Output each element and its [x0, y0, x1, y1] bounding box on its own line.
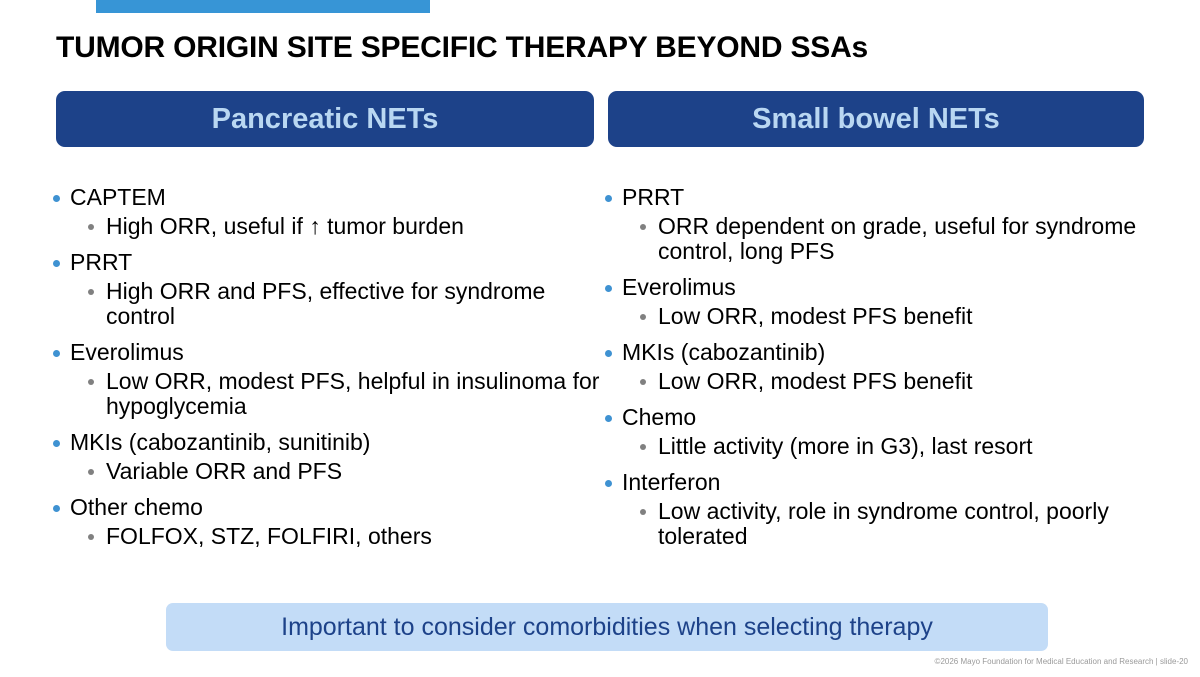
bullet-column-pancreatic: CAPTEM High ORR, useful if ↑ tumor burde…	[46, 183, 606, 549]
list-item: Everolimus	[46, 338, 606, 367]
sub-item-label: Variable ORR and PFS	[106, 458, 343, 484]
sub-item-label: Little activity (more in G3), last resor…	[658, 433, 1033, 459]
list-item: MKIs (cabozantinib, sunitinib)	[46, 428, 606, 457]
bullet-dot-icon	[53, 350, 60, 357]
list-item: Little activity (more in G3), last resor…	[626, 434, 1170, 459]
sub-bullet-dot-icon	[88, 379, 94, 385]
list-item: Interferon	[598, 468, 1170, 497]
column-header-small-bowel: Small bowel NETs	[608, 91, 1144, 147]
list-item-label: PRRT	[70, 249, 133, 275]
sub-item-label: ORR dependent on grade, useful for syndr…	[658, 213, 1137, 264]
list-item-label: MKIs (cabozantinib)	[622, 339, 826, 365]
column-header-pancreatic: Pancreatic NETs	[56, 91, 594, 147]
sub-bullet-dot-icon	[88, 534, 94, 540]
copyright-footer: ©2026 Mayo Foundation for Medical Educat…	[934, 657, 1188, 666]
bullet-dot-icon	[605, 480, 612, 487]
list-item-label: Other chemo	[70, 494, 203, 520]
sub-bullet-dot-icon	[88, 469, 94, 475]
list-item: CAPTEM	[46, 183, 606, 212]
list-item: Chemo	[598, 403, 1170, 432]
sub-item-label: High ORR and PFS, effective for syndrome…	[106, 278, 546, 329]
sub-item-label: Low ORR, modest PFS, helpful in insulino…	[106, 368, 600, 419]
list-item: Variable ORR and PFS	[74, 459, 606, 484]
list-item: PRRT	[46, 248, 606, 277]
bullet-dot-icon	[605, 195, 612, 202]
sub-bullet-dot-icon	[640, 314, 646, 320]
list-item: Low activity, role in syndrome control, …	[626, 499, 1170, 549]
bullet-dot-icon	[605, 350, 612, 357]
takeaway-callout: Important to consider comorbidities when…	[166, 603, 1048, 651]
list-item-label: MKIs (cabozantinib, sunitinib)	[70, 429, 371, 455]
list-item: Everolimus	[598, 273, 1170, 302]
list-item-label: Chemo	[622, 404, 697, 430]
takeaway-callout-text: Important to consider comorbidities when…	[281, 612, 933, 641]
sub-bullet-dot-icon	[88, 289, 94, 295]
bullet-dot-icon	[53, 505, 60, 512]
list-item-label: PRRT	[622, 184, 685, 210]
list-item: PRRT	[598, 183, 1170, 212]
sub-item-label: Low ORR, modest PFS benefit	[658, 368, 973, 394]
sub-bullet-dot-icon	[640, 509, 646, 515]
bullet-dot-icon	[605, 415, 612, 422]
sub-bullet-dot-icon	[640, 444, 646, 450]
list-item: High ORR, useful if ↑ tumor burden	[74, 214, 606, 239]
list-item-label: Everolimus	[70, 339, 184, 365]
top-accent-bar	[96, 0, 430, 13]
list-item: High ORR and PFS, effective for syndrome…	[74, 279, 606, 329]
list-item: Low ORR, modest PFS benefit	[626, 304, 1170, 329]
bullet-dot-icon	[53, 195, 60, 202]
bullet-dot-icon	[53, 440, 60, 447]
list-item-label: CAPTEM	[70, 184, 166, 210]
list-item-label: Everolimus	[622, 274, 736, 300]
page-title: TUMOR ORIGIN SITE SPECIFIC THERAPY BEYON…	[56, 31, 869, 64]
sub-bullet-dot-icon	[640, 224, 646, 230]
bullet-dot-icon	[605, 285, 612, 292]
list-item: Other chemo	[46, 493, 606, 522]
sub-item-label: Low activity, role in syndrome control, …	[658, 498, 1109, 549]
list-item-label: Interferon	[622, 469, 721, 495]
list-item: MKIs (cabozantinib)	[598, 338, 1170, 367]
bullet-dot-icon	[53, 260, 60, 267]
sub-bullet-dot-icon	[640, 379, 646, 385]
list-item: Low ORR, modest PFS, helpful in insulino…	[74, 369, 606, 419]
list-item: Low ORR, modest PFS benefit	[626, 369, 1170, 394]
bullet-column-small-bowel: PRRT ORR dependent on grade, useful for …	[598, 183, 1170, 549]
sub-item-label: Low ORR, modest PFS benefit	[658, 303, 973, 329]
list-item: FOLFOX, STZ, FOLFIRI, others	[74, 524, 606, 549]
sub-item-label: High ORR, useful if ↑ tumor burden	[106, 213, 464, 239]
list-item: ORR dependent on grade, useful for syndr…	[626, 214, 1170, 264]
sub-bullet-dot-icon	[88, 224, 94, 230]
sub-item-label: FOLFOX, STZ, FOLFIRI, others	[106, 523, 432, 549]
